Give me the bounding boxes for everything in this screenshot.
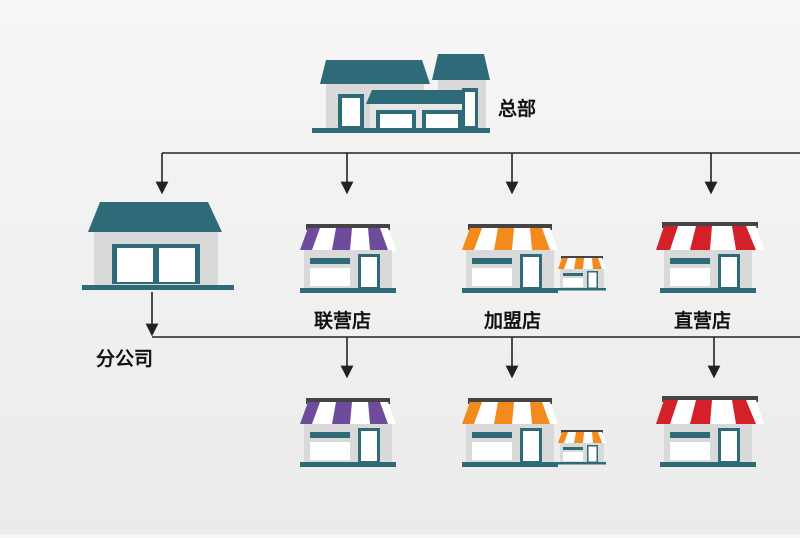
red-awning-shop-icon <box>656 396 764 467</box>
label-franchise-store: 加盟店 <box>484 310 542 332</box>
purple-awning-shop-icon <box>300 224 396 293</box>
label-branch: 分公司 <box>96 348 154 370</box>
orange-awning-shop-icon <box>462 224 606 293</box>
purple-awning-shop-icon <box>300 398 396 467</box>
label-alliance-store: 联营店 <box>314 310 372 332</box>
connectors-top <box>155 152 800 195</box>
office-building-icon <box>312 54 490 133</box>
label-headquarters: 总部 <box>498 98 537 120</box>
red-awning-shop-icon <box>656 222 764 293</box>
connectors-bottom <box>145 292 800 379</box>
branch-building-icon <box>82 202 234 290</box>
orange-awning-shop-icon <box>462 398 606 467</box>
label-direct-store: 直营店 <box>674 310 732 332</box>
